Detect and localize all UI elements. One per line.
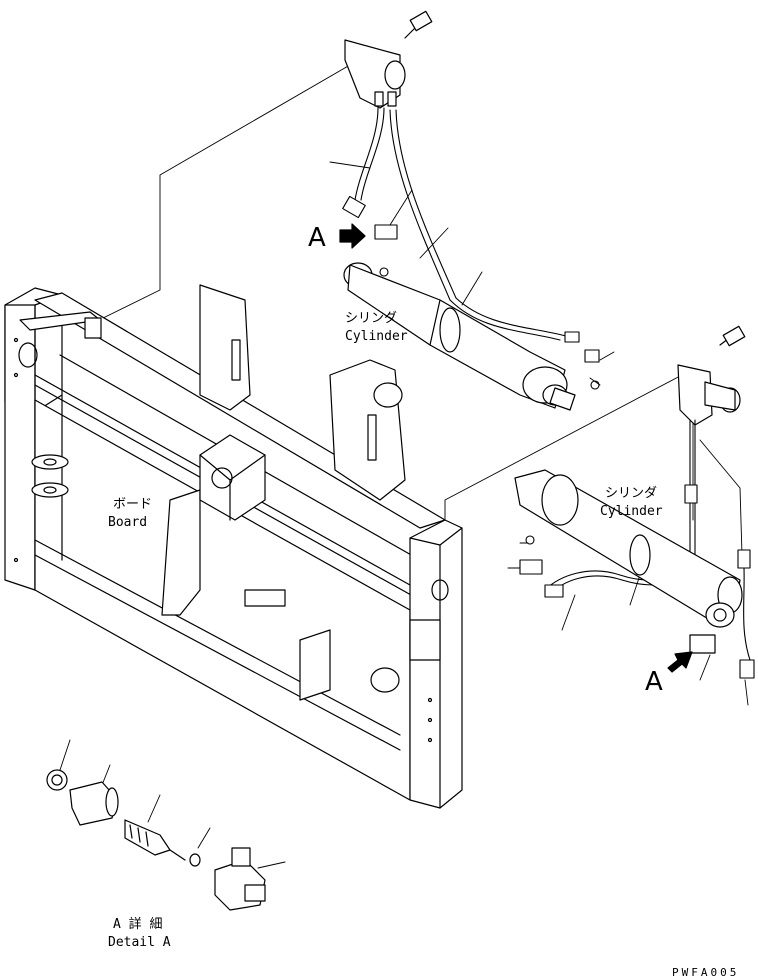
view-arrow-right (668, 652, 692, 672)
detail-en-label: Detail A (108, 935, 171, 950)
view-marker-top: A (308, 223, 326, 253)
cylinder-right-jp-label: シリンダ (605, 486, 657, 501)
detail-a-parts (47, 770, 265, 910)
top-valve (345, 11, 432, 108)
view-arrow-top (340, 224, 365, 248)
drawing-code: PWFA005 (672, 966, 739, 979)
top-cylinder (344, 263, 575, 410)
board-mast-right (300, 360, 405, 700)
cylinder-top-jp-label: シリンダ (345, 311, 397, 326)
right-hoses (520, 420, 754, 678)
view-marker-right: A (645, 667, 663, 697)
board-mast-left (162, 285, 250, 615)
cylinder-top-en-label: Cylinder (345, 329, 408, 344)
right-valve (678, 326, 745, 425)
centre-block (200, 435, 440, 660)
cylinder-right-en-label: Cylinder (600, 504, 663, 519)
top-hoses (343, 108, 599, 389)
board-jp-label: ボード (113, 497, 152, 512)
board-en-label: Board (108, 515, 147, 530)
leader-lines (60, 58, 748, 868)
detail-jp-label: A 詳 細 (113, 916, 162, 932)
right-cylinder (515, 470, 742, 653)
diagram-labels: シリンダ Cylinder シリンダ Cylinder ボード Board A … (108, 223, 739, 979)
